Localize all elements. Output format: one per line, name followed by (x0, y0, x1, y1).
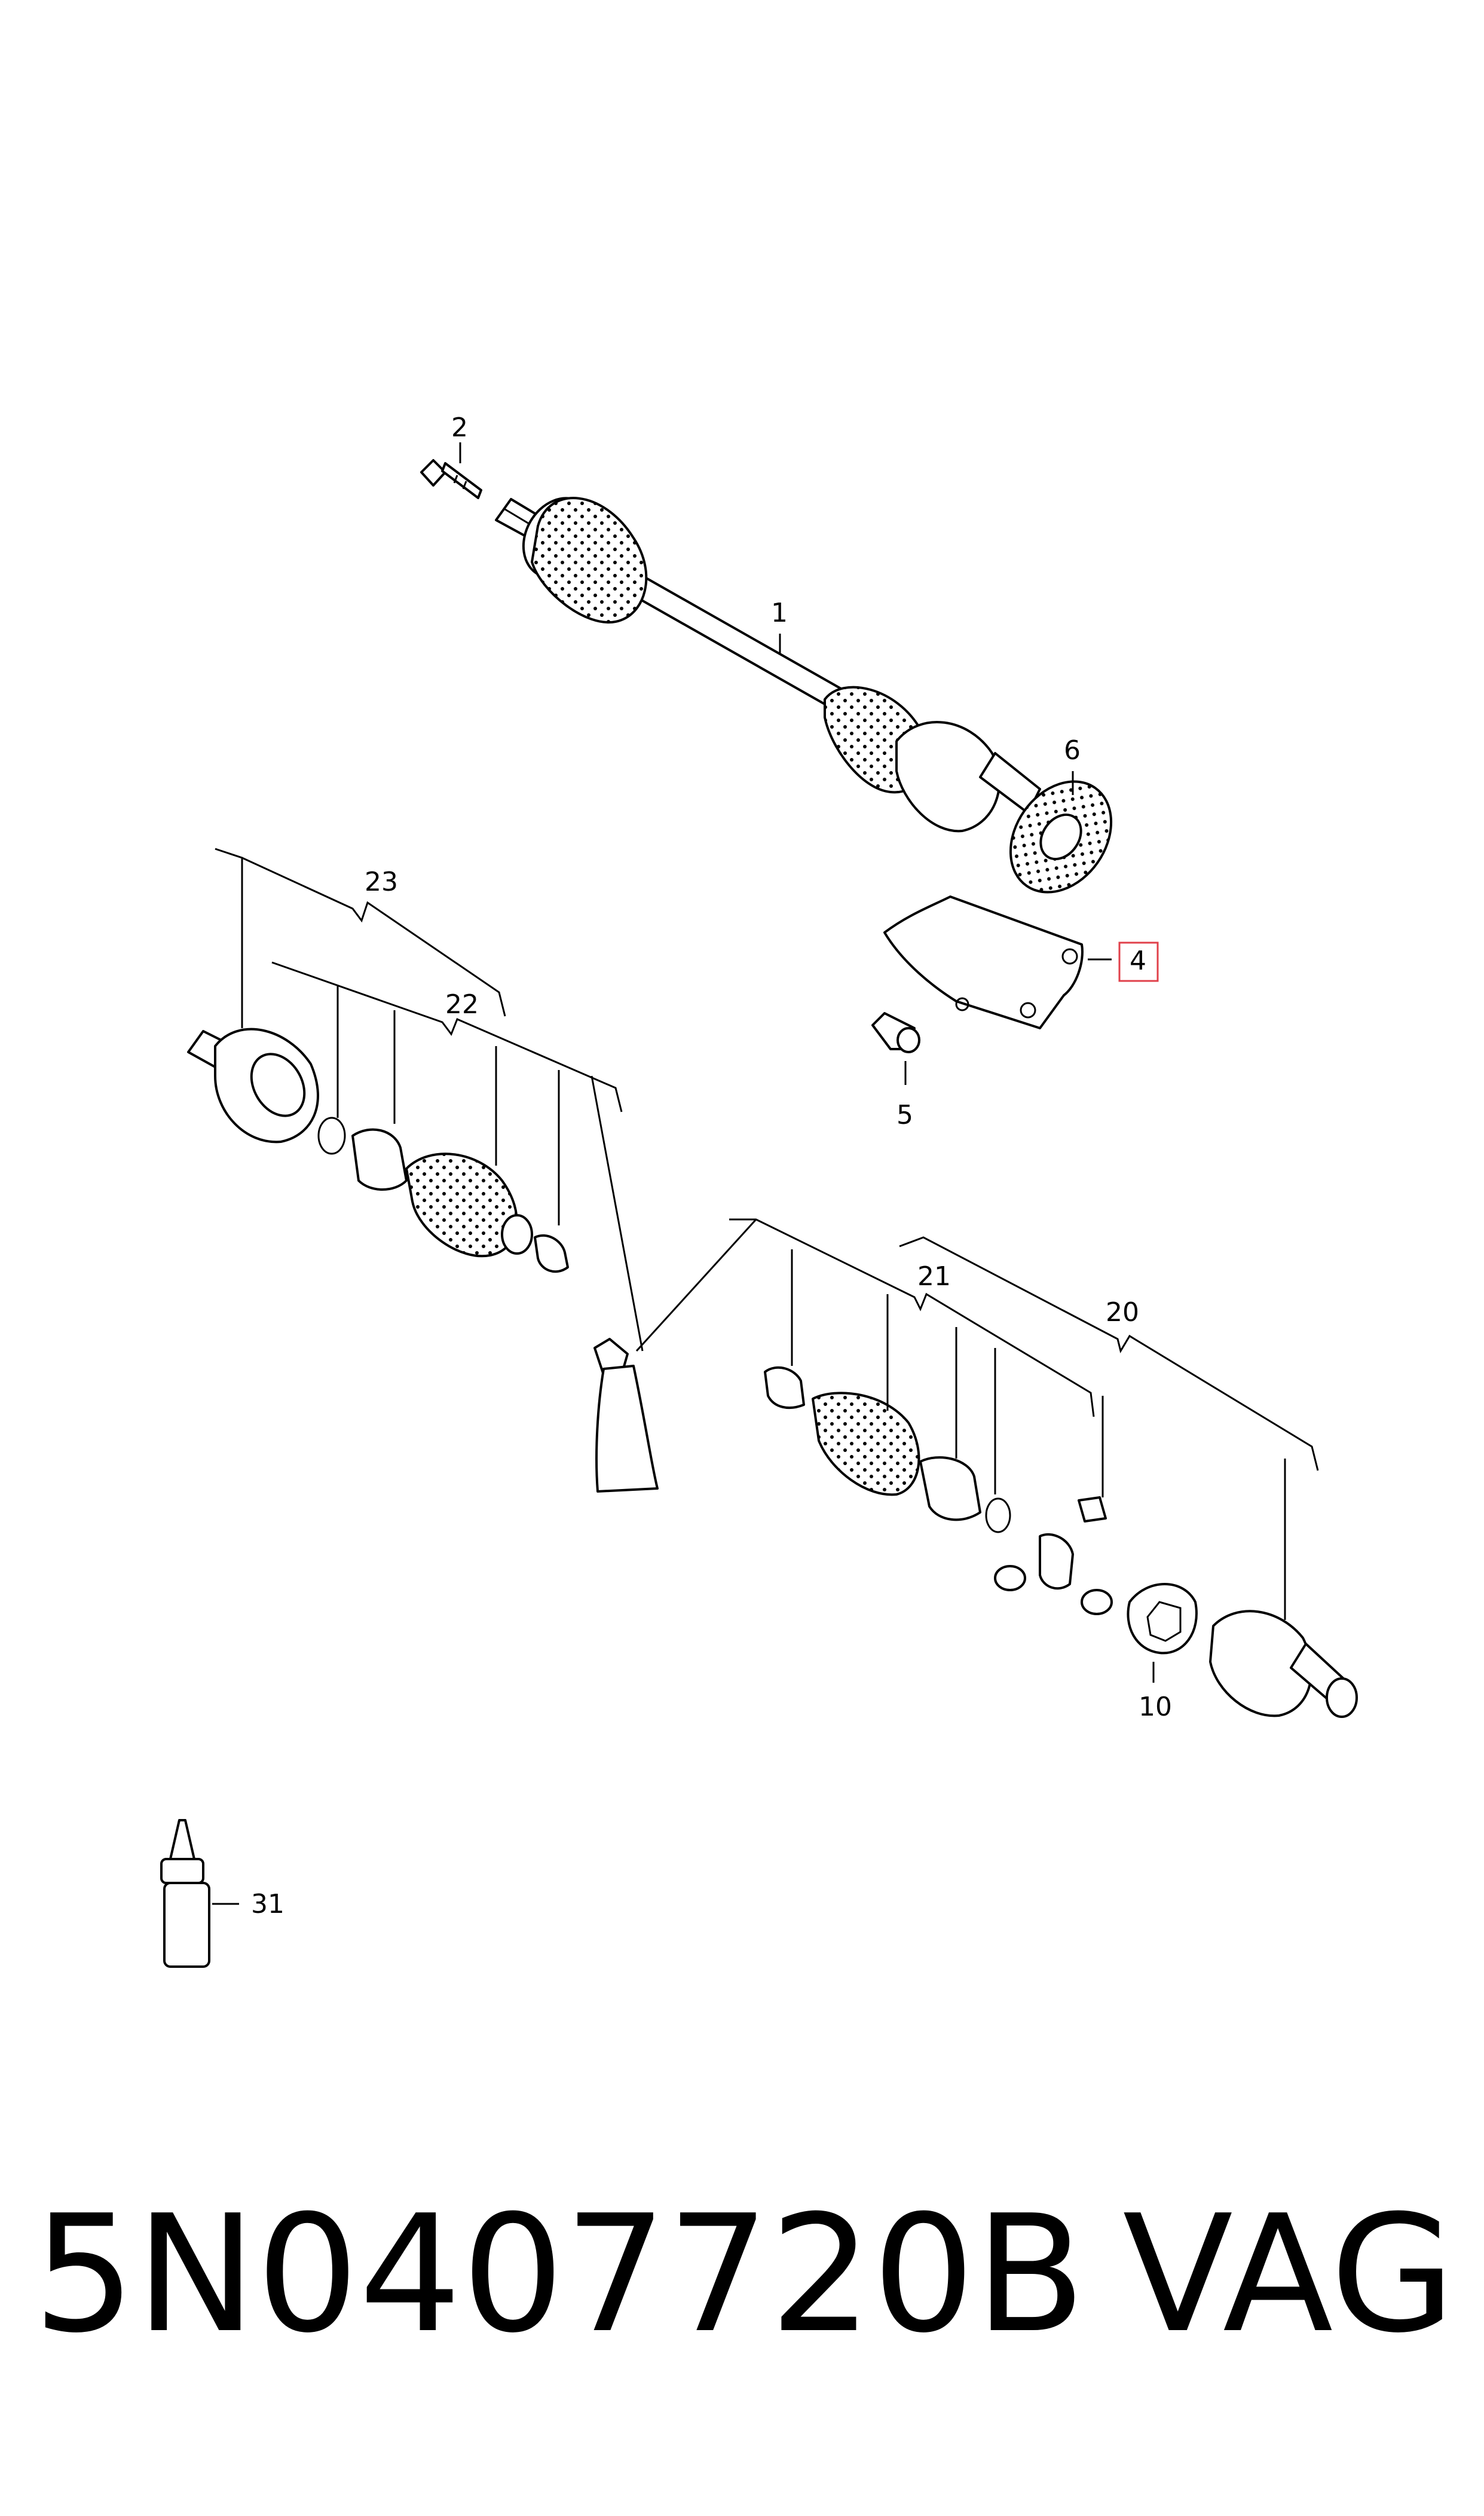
callout-2: 2 (451, 412, 468, 443)
callout-10: 10 (1139, 1692, 1172, 1722)
callout-23: 23 (365, 867, 398, 897)
outer-joint-kit (187, 1028, 569, 1273)
callout-4-highlight (1118, 941, 1159, 982)
brand-name: VAG (1122, 2180, 1455, 2368)
callout-20: 20 (1106, 1297, 1139, 1328)
nut (871, 1012, 920, 1053)
part-number: 5N0407720B (33, 2180, 1086, 2368)
leader-lines (212, 442, 1319, 1905)
heat-shield (883, 895, 1084, 1029)
grease-tube (593, 1338, 659, 1493)
callout-5: 5 (896, 1100, 913, 1130)
callout-21: 21 (917, 1261, 951, 1292)
callout-31: 31 (251, 1889, 284, 1919)
sealant-bottle (160, 1819, 210, 1968)
callout-6: 6 (1064, 735, 1081, 766)
callout-22: 22 (445, 989, 479, 1020)
callout-1: 1 (771, 598, 788, 628)
drive-shaft-assembly (495, 497, 1113, 894)
exploded-parts-diagram: 2 1 6 4 5 23 22 21 20 10 31 (160, 412, 1358, 1968)
inner-joint-kit (764, 1366, 1358, 1718)
callout-4: 4 (1130, 946, 1146, 976)
bolt (420, 459, 482, 499)
footer: 5N0407720B VAG (33, 2176, 1455, 2373)
callout-labels: 2 1 6 4 5 23 22 21 20 10 31 (251, 412, 1172, 1919)
